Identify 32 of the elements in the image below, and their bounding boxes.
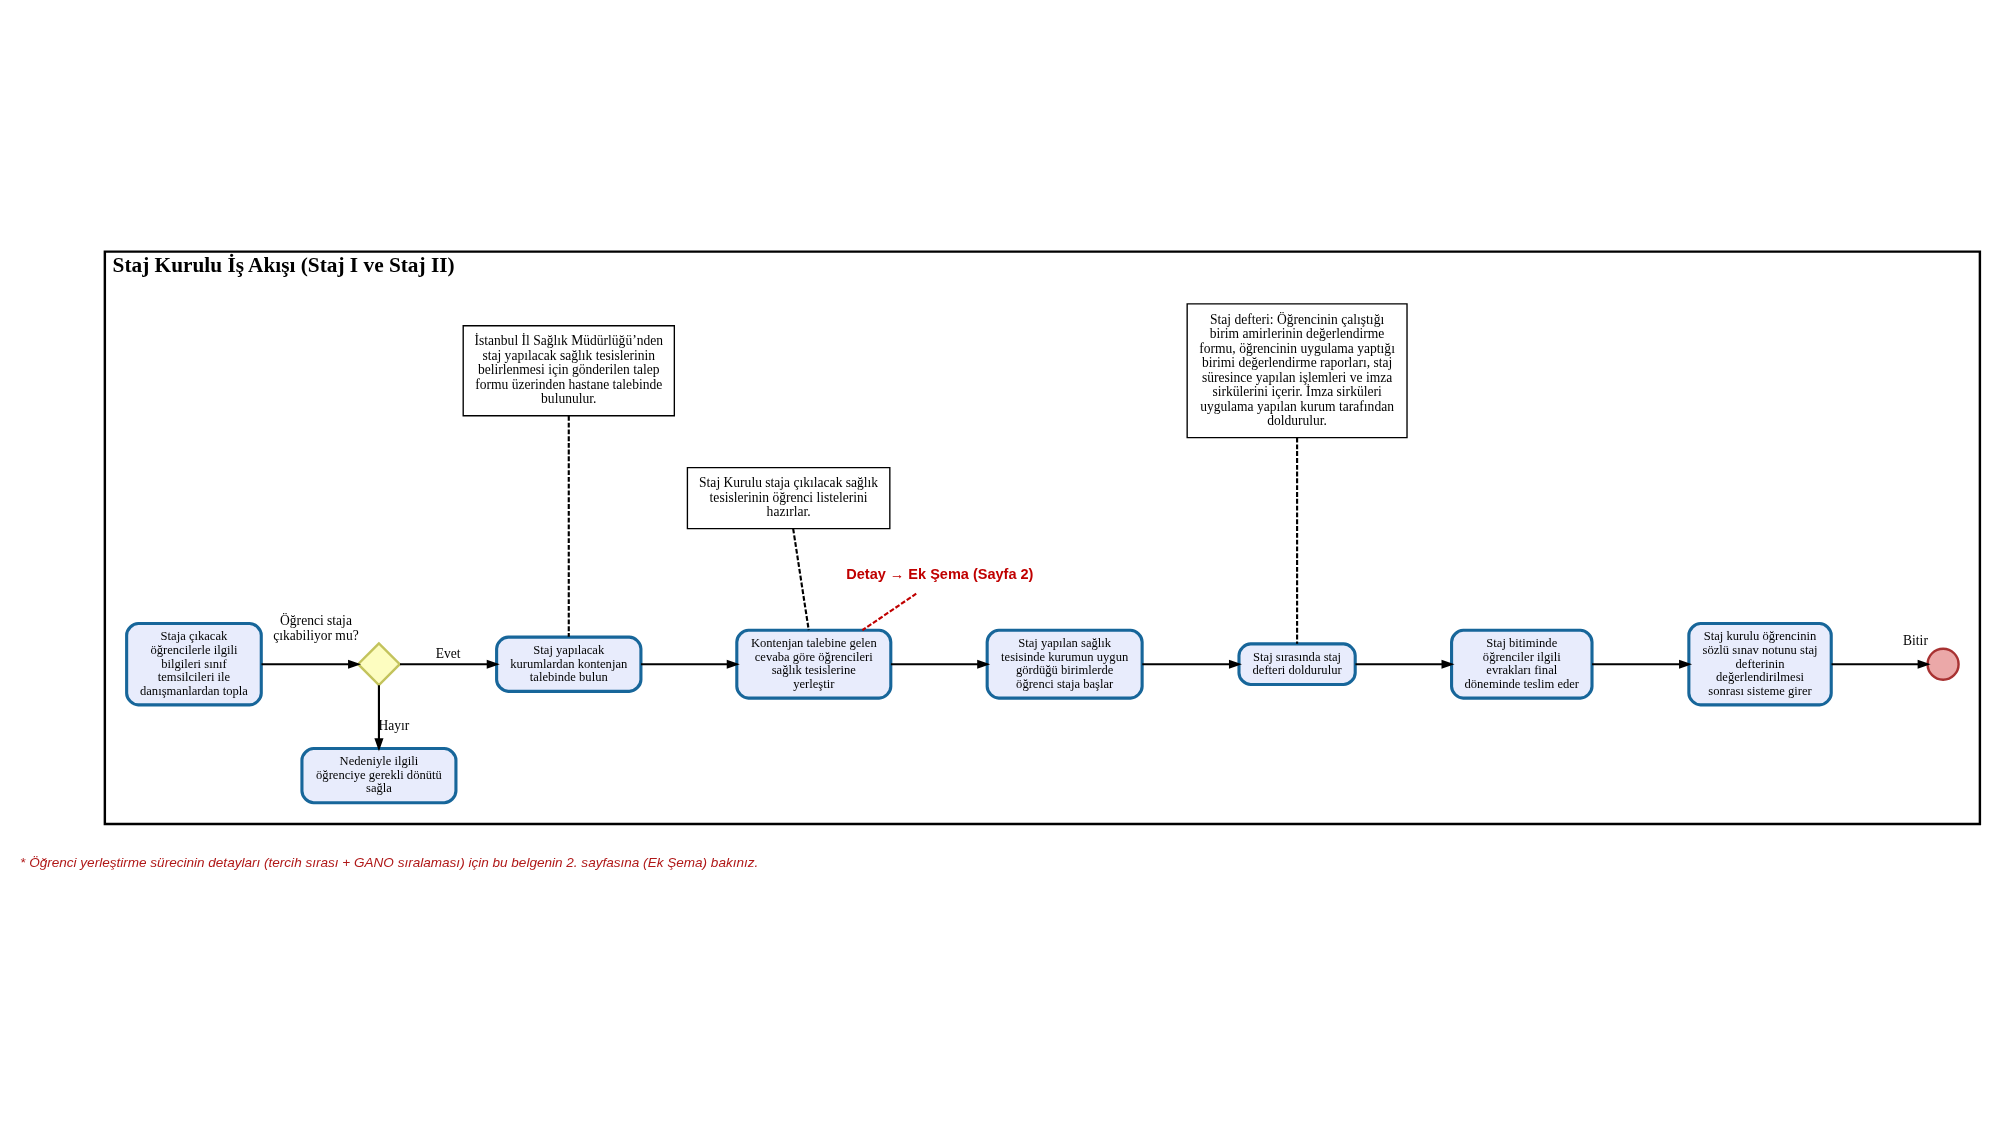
node-box: İstanbul İl Sağlık Müdürlüğü’nden staj yapılacak sağlık tesislerinin belirlenmesi için gönderilen talep formu üzerinden hastane talebinde bulunulur. [462, 324, 675, 416]
node-label: Öğrenci staja çıkabiliyor mu? [273, 612, 359, 643]
label: * Öğrenci yerleştirme sürecinin detayları (tercih sırası + GANO sıralaması) için bu belgenin 2. sayfasına (Ek Şema) bakınız. [20, 854, 759, 870]
connector [861, 592, 917, 631]
node-box: Staj yapılacak kurumlardan kontenjan talebinde bulun [495, 635, 643, 693]
node-circle [1926, 647, 1960, 681]
arrow [1831, 659, 1931, 669]
connector [1296, 437, 1299, 644]
arrow [400, 659, 500, 669]
node-label: Bitir [1903, 632, 1928, 648]
node-text: Detay → Ek Şema (Sayfa 2) [846, 565, 1034, 581]
arrow [890, 659, 991, 669]
node-box: Staj sırasında staj defteri doldurulur [1237, 641, 1357, 686]
node-box: Staja çıkacak öğrencilerle ilgili bilgileri sınıf temsilcileri ile danışmanlardan topla [125, 621, 263, 706]
node-box: Staj Kurulu staja çıkılacak sağlık tesislerinin öğrenci listelerini hazırlar. [686, 466, 891, 529]
arrow [1355, 659, 1455, 669]
node-box: Kontenjan talebine gelen cevaba göre öğrencileri sağlık tesislerine yerleştir [735, 628, 893, 700]
node-box: Nedeniyle ilgili öğrenciye gerekli dönütü sağla [300, 746, 458, 804]
arrow [261, 659, 362, 669]
edge-label: Evet [435, 645, 461, 661]
node-box: Staj defteri: Öğrencinin çalıştığı birim amirlerinin değerlendirme formu, öğrencinin uygulama yaptığı birimi değerlendirme raporları, staj süresince yapılan işlemleri ve imza sirkülerini içerir. İmza sirküleri uygulama yapılan kurum tarafından doldurulur. [1186, 302, 1408, 438]
node-box: Staj kurulu öğrencinin sözlü sınav notunu staj defterinin değerlendirilmesi sonrası sisteme girer [1687, 621, 1833, 706]
arrow [641, 659, 740, 669]
node-diamond [356, 641, 402, 687]
connector [792, 528, 810, 630]
connector [567, 415, 570, 637]
arrow [1142, 659, 1242, 669]
arrow [1592, 659, 1693, 669]
node-box: Staj bitiminde öğrenciler ilgili evrakları final döneminde teslim eder [1450, 628, 1594, 700]
node-box: Staj yapılan sağlık tesisinde kurumun uygun gördüğü birimlerde öğrenci staja başlar [985, 628, 1144, 700]
arrow [374, 684, 384, 751]
edge-label: Hayır [378, 717, 410, 733]
